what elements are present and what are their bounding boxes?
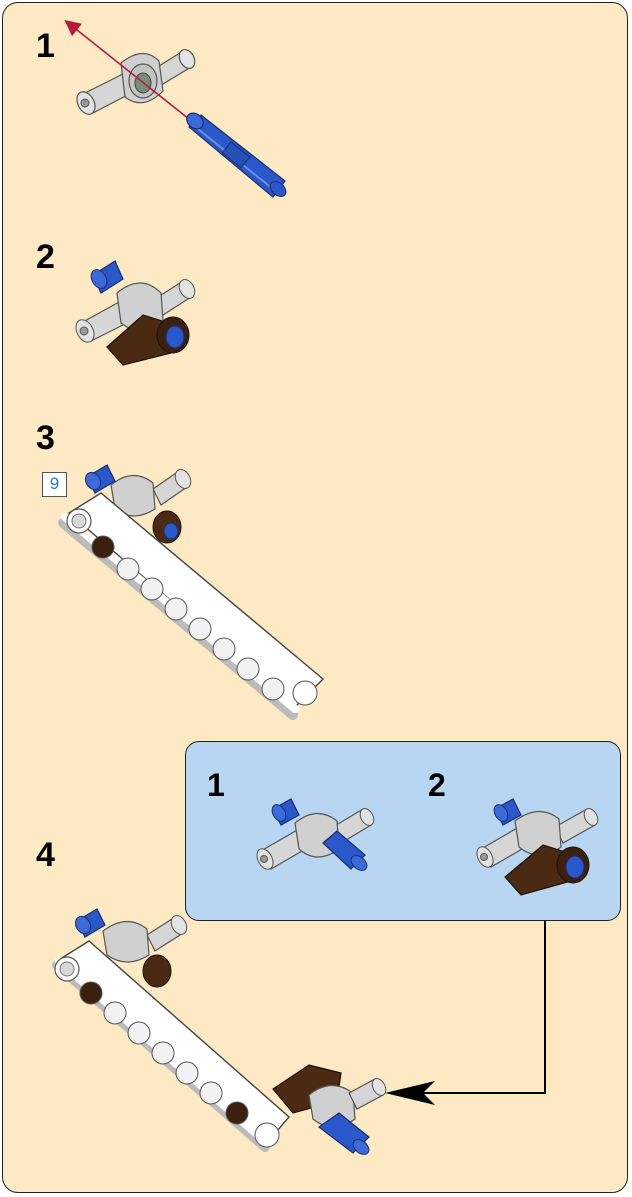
part-quantity-label: 9 [42,472,67,497]
callout-step-1-illustration [256,798,375,871]
callout-connector-line [403,921,546,1094]
step-3-illustration [58,464,325,720]
callout-step-1-number: 1 [207,767,225,803]
callout-step-2-illustration [476,798,599,896]
step-1-illustration [64,20,287,198]
callout-arrowhead [385,1081,435,1105]
white-beam [58,492,325,720]
instruction-illustrations [52,20,599,1155]
step-2-number: 2 [36,238,55,276]
callout-step-2-number: 2 [428,767,446,803]
gray-axle-connector [76,48,196,115]
step-4-number: 4 [36,836,55,874]
blue-axle-pin [186,112,287,198]
step-2-illustration [75,260,196,366]
step-3-number: 3 [36,419,55,457]
step-4-illustration [52,908,546,1155]
insert-direction-arrow [64,20,200,128]
step-1-number: 1 [36,27,55,65]
